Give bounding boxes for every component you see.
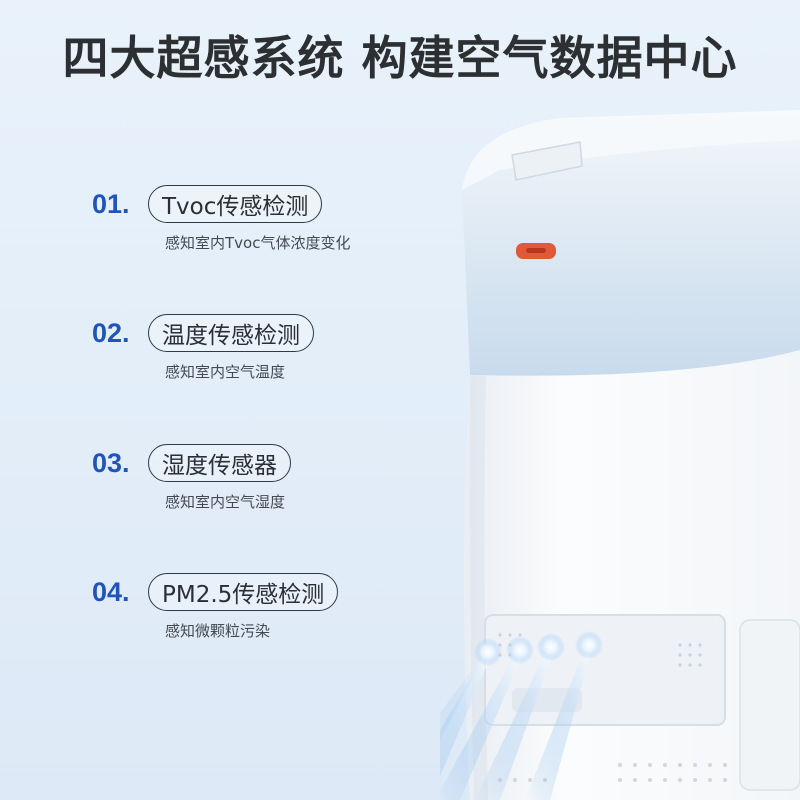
- feature-number: 02.: [92, 317, 130, 348]
- sensor-light-icon: [575, 631, 603, 659]
- feature-number: 01.: [92, 188, 130, 219]
- feature-item-tvoc: 01. Tvoc传感检测 感知室内Tvoc气体浓度变化: [92, 185, 472, 253]
- feature-description: 感知室内Tvoc气体浓度变化: [165, 234, 351, 252]
- feature-item-temperature: 02. 温度传感检测 感知室内空气温度: [92, 314, 472, 382]
- feature-description: 感知室内空气湿度: [165, 493, 286, 511]
- feature-description: 感知微颗粒污染: [165, 622, 271, 640]
- sensor-light-icon: [506, 636, 534, 664]
- feature-list: 01. Tvoc传感检测 感知室内Tvoc气体浓度变化 02. 温度传感检测 感…: [92, 185, 472, 641]
- feature-number: 04.: [92, 576, 130, 607]
- sensor-light-icon: [474, 638, 502, 666]
- feature-description: 感知室内空气温度: [165, 363, 286, 381]
- feature-label-pill: 湿度传感器: [148, 444, 291, 482]
- air-purifier-illustration: [440, 100, 800, 800]
- feature-number: 03.: [92, 447, 130, 478]
- feature-label-pill: PM2.5传感检测: [148, 573, 339, 611]
- page-title: 四大超感系统 构建空气数据中心: [62, 31, 738, 85]
- feature-label-pill: Tvoc传感检测: [148, 185, 323, 223]
- feature-item-humidity: 03. 湿度传感器 感知室内空气湿度: [92, 444, 472, 512]
- sensor-light-icon: [537, 633, 565, 661]
- feature-label-pill: 温度传感检测: [148, 314, 314, 352]
- feature-item-pm25: 04. PM2.5传感检测 感知微颗粒污染: [92, 573, 472, 641]
